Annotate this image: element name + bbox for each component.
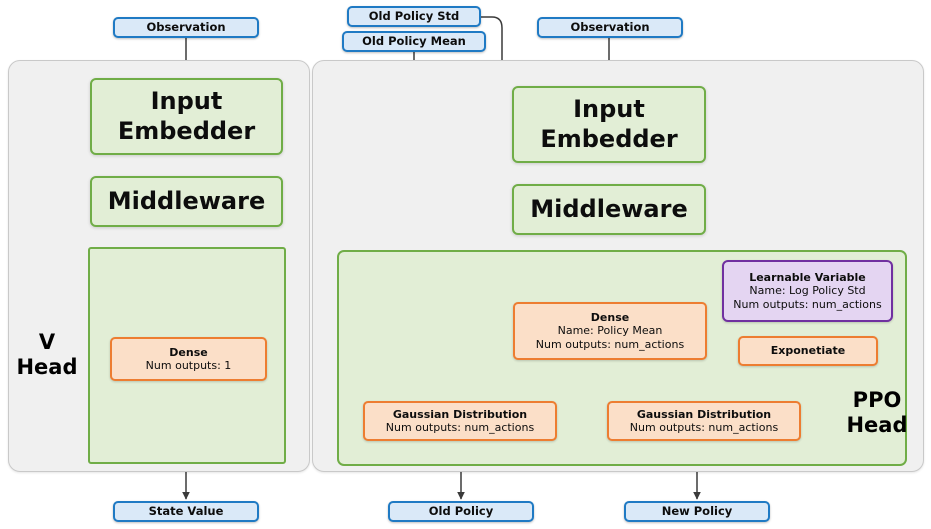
ppo-head-learnable-variable[interactable]: Learnable Variable Name: Log Policy Std … <box>722 260 893 322</box>
observation-left-label: Observation <box>146 20 226 35</box>
v-dense-num-outputs: Num outputs: 1 <box>145 359 232 372</box>
ppo-dense-num-outputs: Num outputs: num_actions <box>535 337 685 351</box>
gaussian-new-num-outputs: Num outputs: num_actions <box>629 421 779 434</box>
old-policy-label: Old Policy <box>428 504 494 519</box>
learnable-variable-title: Learnable Variable <box>749 270 866 284</box>
v-middleware-label: Middleware <box>107 186 266 215</box>
ppo-dense-name: Name: Policy Mean <box>557 324 663 338</box>
ppo-head-gaussian-distribution-old[interactable]: Gaussian Distribution Num outputs: num_a… <box>363 401 557 441</box>
input-observation-right[interactable]: Observation <box>537 17 683 38</box>
input-old-policy-std[interactable]: Old Policy Std <box>347 6 481 27</box>
ppo-head-input-embedder[interactable]: Input Embedder <box>512 86 706 163</box>
output-state-value[interactable]: State Value <box>113 501 259 522</box>
learnable-variable-name: Name: Log Policy Std <box>749 284 866 298</box>
ppo-middleware-label: Middleware <box>530 194 688 223</box>
gaussian-old-title: Gaussian Distribution <box>392 407 528 421</box>
v-dense-title: Dense <box>169 345 208 359</box>
gaussian-new-title: Gaussian Distribution <box>636 407 772 421</box>
old-policy-mean-label: Old Policy Mean <box>362 34 466 49</box>
ppo-head-exponentiate[interactable]: Exponetiate <box>738 336 878 366</box>
ppo-input-embedder-label: Input Embedder <box>540 95 678 153</box>
ppo-head-middleware[interactable]: Middleware <box>512 184 706 235</box>
gaussian-old-num-outputs: Num outputs: num_actions <box>385 421 535 434</box>
ppo-head-gaussian-distribution-new[interactable]: Gaussian Distribution Num outputs: num_a… <box>607 401 801 441</box>
v-head-dense[interactable]: Dense Num outputs: 1 <box>110 337 267 381</box>
input-old-policy-mean[interactable]: Old Policy Mean <box>342 31 486 52</box>
new-policy-label: New Policy <box>661 504 733 519</box>
ppo-dense-title: Dense <box>590 310 630 324</box>
v-head-input-embedder[interactable]: Input Embedder <box>90 78 283 155</box>
ppo-head-dense-policy-mean[interactable]: Dense Name: Policy Mean Num outputs: num… <box>513 302 707 360</box>
observation-right-label: Observation <box>570 20 650 35</box>
v-input-embedder-label: Input Embedder <box>117 87 256 145</box>
v-head-label: V Head <box>16 330 78 379</box>
output-old-policy[interactable]: Old Policy <box>388 501 534 522</box>
learnable-variable-num-outputs: Num outputs: num_actions <box>733 297 882 311</box>
ppo-head-label: PPO Head <box>846 388 908 437</box>
input-observation-left[interactable]: Observation <box>113 17 259 38</box>
state-value-label: State Value <box>148 504 224 519</box>
v-head-middleware[interactable]: Middleware <box>90 176 283 227</box>
old-policy-std-label: Old Policy Std <box>368 9 460 24</box>
output-new-policy[interactable]: New Policy <box>624 501 770 522</box>
exponentiate-label: Exponetiate <box>770 344 846 358</box>
